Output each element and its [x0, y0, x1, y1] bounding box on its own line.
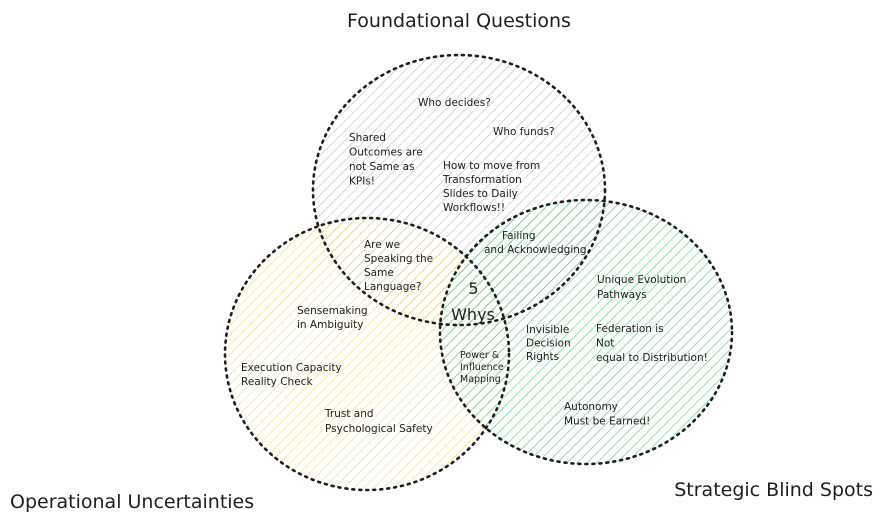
- note-sensemaking: Sensemaking in Ambiguity: [297, 305, 371, 331]
- note-invisible-decision-rights: Invisible Decision Rights: [526, 324, 574, 363]
- note-who-funds: Who funds?: [493, 126, 555, 138]
- circle-strategic-outline: [438, 198, 734, 466]
- note-execution-capacity: Execution Capacity Reality Check: [241, 362, 345, 388]
- circle-operational-fill: [225, 218, 509, 490]
- note-same-language: Are we Speaking the Same Language?: [364, 239, 436, 293]
- note-failing-acknowledging: Failing and Acknowledging: [484, 230, 587, 256]
- circle-foundational-outline: [311, 53, 607, 327]
- center-label-five-whys: 5 Whys: [451, 279, 495, 324]
- note-shared-outcomes: Shared Outcomes are not Same as KPIs!: [349, 132, 426, 188]
- note-who-decides: Who decides?: [418, 97, 491, 109]
- circle-strategic-fill: [440, 200, 732, 464]
- note-transformation-workflows: How to move from Transformation Slides t…: [442, 160, 544, 214]
- note-autonomy-earned: Autonomy Must be Earned!: [564, 401, 650, 428]
- note-federation-distribution: Federation is Not equal to Distribution!: [596, 323, 708, 364]
- title-foundational-questions: Foundational Questions: [347, 10, 571, 32]
- note-unique-evolution: Unique Evolution Pathways: [597, 274, 690, 301]
- title-strategic-blind-spots: Strategic Blind Spots: [674, 479, 873, 501]
- note-trust-safety: Trust and Psychological Safety: [324, 408, 433, 435]
- circle-operational-outline: [223, 216, 511, 492]
- title-operational-uncertainties: Operational Uncertainties: [10, 491, 254, 513]
- note-power-influence: Power & Influence Mapping: [460, 350, 507, 385]
